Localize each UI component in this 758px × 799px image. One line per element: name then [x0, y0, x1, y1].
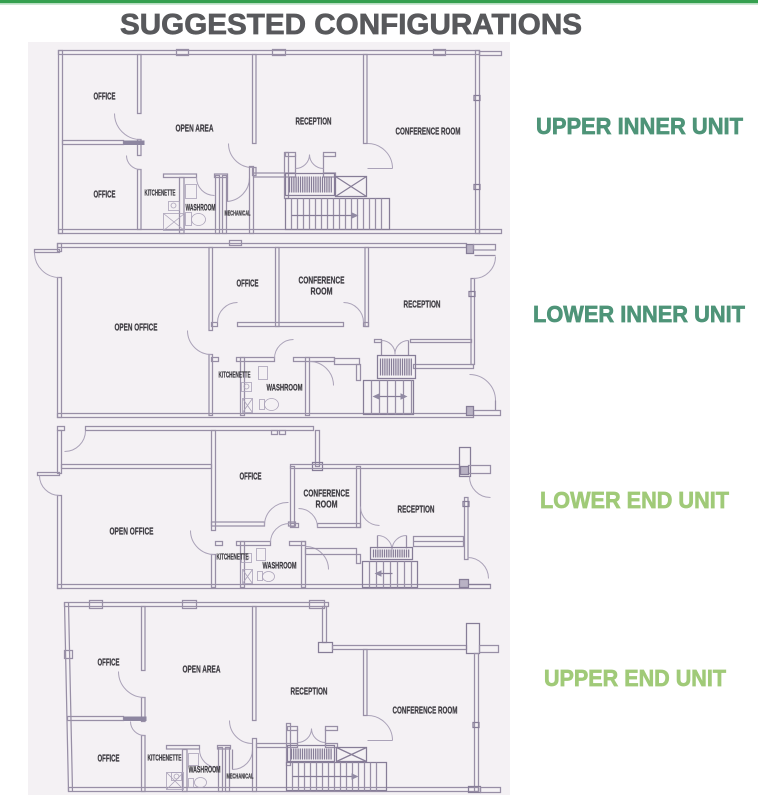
svg-text:ROOM: ROOM — [316, 500, 338, 511]
svg-text:CONFERENCE: CONFERENCE — [304, 489, 350, 500]
svg-text:UPPER END UNIT: UPPER END UNIT — [544, 665, 726, 691]
svg-text:OPEN OFFICE: OPEN OFFICE — [110, 526, 154, 538]
svg-text:OPEN OFFICE: OPEN OFFICE — [115, 322, 158, 334]
svg-text:CONFERENCE ROOM: CONFERENCE ROOM — [393, 705, 458, 717]
svg-text:RECEPTION: RECEPTION — [296, 117, 332, 128]
svg-text:KITCHENETTE: KITCHENETTE — [219, 371, 251, 380]
svg-text:OFFICE: OFFICE — [98, 658, 120, 669]
svg-text:OPEN AREA: OPEN AREA — [176, 123, 214, 135]
svg-text:OFFICE: OFFICE — [94, 92, 116, 103]
svg-text:SUGGESTED CONFIGURATIONS: SUGGESTED CONFIGURATIONS — [120, 9, 582, 41]
svg-text:WASHROOM: WASHROOM — [263, 561, 297, 572]
svg-text:MECHANICAL: MECHANICAL — [225, 209, 251, 218]
svg-text:OFFICE: OFFICE — [98, 754, 120, 765]
svg-text:MECHANICAL: MECHANICAL — [227, 772, 254, 781]
svg-text:RECEPTION: RECEPTION — [398, 505, 435, 516]
svg-text:WASHROOM: WASHROOM — [267, 383, 303, 394]
svg-text:CONFERENCE ROOM: CONFERENCE ROOM — [396, 126, 461, 138]
svg-text:OFFICE: OFFICE — [94, 190, 116, 201]
svg-text:KITCHENETTE: KITCHENETTE — [148, 754, 182, 763]
svg-text:UPPER INNER UNIT: UPPER INNER UNIT — [536, 113, 743, 139]
svg-text:WASHROOM: WASHROOM — [186, 203, 216, 213]
svg-text:OPEN AREA: OPEN AREA — [183, 664, 221, 676]
svg-text:KITCHENETTE: KITCHENETTE — [145, 189, 176, 198]
svg-text:LOWER END UNIT: LOWER END UNIT — [540, 487, 729, 513]
svg-text:OFFICE: OFFICE — [237, 279, 259, 290]
svg-text:ROOM: ROOM — [311, 287, 333, 298]
svg-text:RECEPTION: RECEPTION — [291, 687, 328, 698]
svg-text:WASHROOM: WASHROOM — [189, 765, 221, 775]
svg-text:LOWER INNER UNIT: LOWER INNER UNIT — [533, 301, 745, 327]
svg-text:KITCHENETTE: KITCHENETTE — [217, 553, 249, 562]
svg-text:OFFICE: OFFICE — [240, 472, 262, 483]
svg-text:CONFERENCE: CONFERENCE — [299, 276, 345, 287]
svg-text:RECEPTION: RECEPTION — [404, 300, 441, 311]
